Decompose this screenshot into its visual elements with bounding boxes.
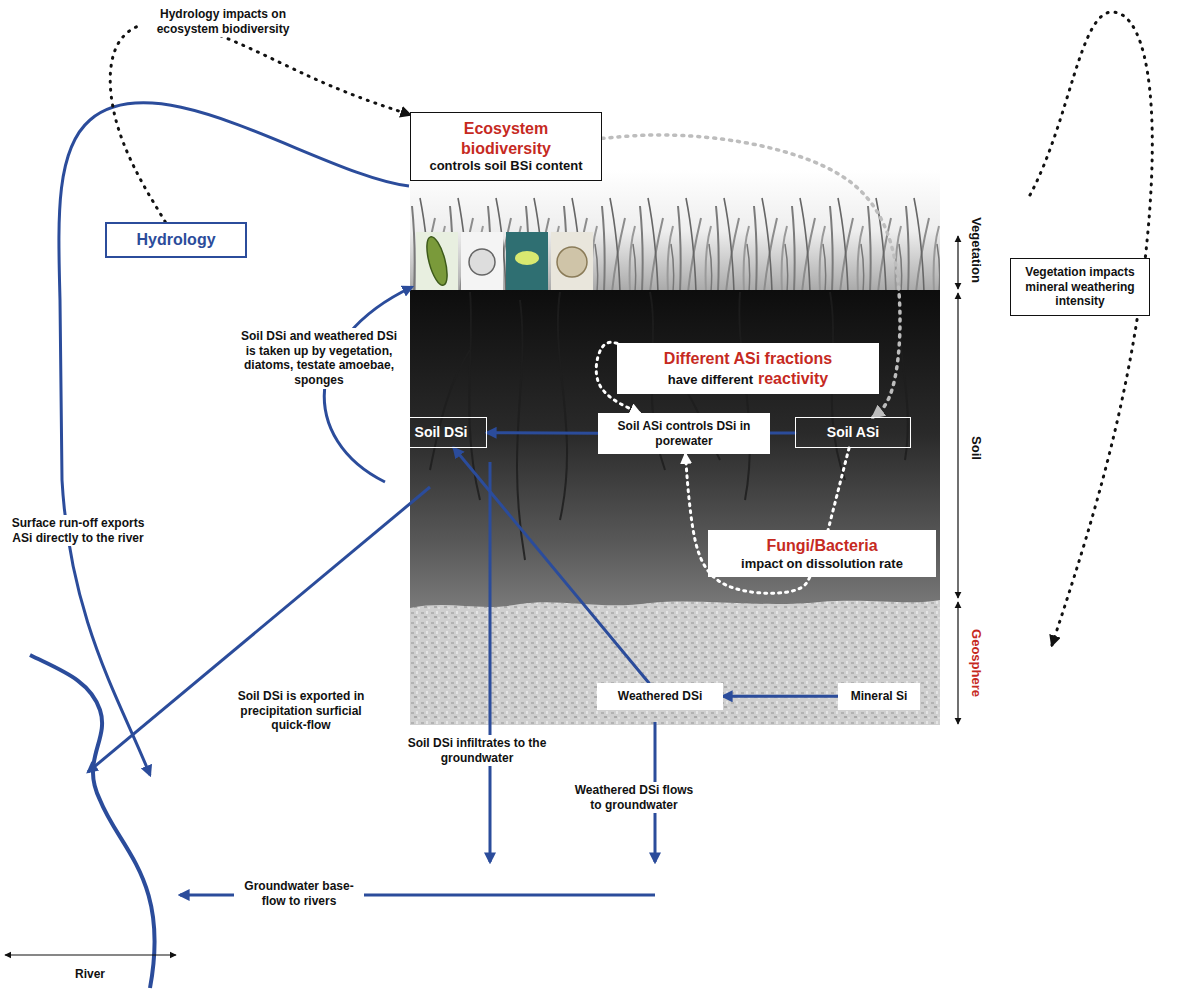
box-heading: Soil ASi controls DSi in porewater <box>605 419 763 448</box>
phytolith <box>557 247 587 277</box>
sponge-spicule <box>515 251 539 265</box>
root <box>899 292 908 460</box>
flow-connector <box>487 431 598 434</box>
flow-connector <box>454 448 649 683</box>
scale-arrow <box>957 602 958 724</box>
process-box: Soil ASi controls DSi in porewater <box>598 413 770 454</box>
box-text: have different <box>668 372 753 387</box>
flow-label: Soil DSi is exported in precipitation su… <box>222 688 380 734</box>
infiltration-arrow <box>489 462 492 862</box>
scale-arrow <box>957 236 958 289</box>
concept-box: Different ASi fractions have different rea… <box>617 343 879 394</box>
flow-connector <box>723 695 838 698</box>
pool-box: Soil DSi <box>395 417 487 448</box>
flow-connector <box>602 135 900 417</box>
root <box>558 292 567 520</box>
layer-label: Soil <box>968 434 984 462</box>
weathering-influence-arrow <box>1030 12 1152 645</box>
box-text: reactivity <box>758 370 828 387</box>
flow-connector <box>110 22 410 222</box>
box-heading: Weathered DSi <box>604 689 716 704</box>
layer-label: Geosphere <box>968 627 984 699</box>
scale-arrow <box>957 293 958 598</box>
edge-label: Hydrology impacts on ecosystem biodivers… <box>140 6 306 37</box>
flow-label: Groundwater base-flow to rivers <box>234 878 364 909</box>
pool-box: Mineral Si <box>838 683 920 710</box>
flow-connector <box>770 431 795 434</box>
layer-label: Vegetation <box>968 215 984 285</box>
vegetation-layer <box>410 170 940 292</box>
testate-amoeba <box>469 249 495 275</box>
box-heading: Hydrology <box>114 230 238 250</box>
concept-box: Ecosystem biodiversitycontrols soil BSi … <box>410 112 602 181</box>
root <box>739 292 750 500</box>
box-heading: Fungi/Bacteria <box>715 536 929 556</box>
pool-box: Weathered DSi <box>597 683 723 710</box>
box-heading: Ecosystem biodiversity <box>418 119 594 158</box>
root <box>517 300 525 560</box>
root <box>430 350 470 470</box>
grass <box>410 196 940 292</box>
river <box>30 655 155 988</box>
layer-scale <box>5 236 958 955</box>
driver-box: Hydrology <box>105 222 247 258</box>
box-heading: Vegetation impacts mineral weathering in… <box>1018 265 1142 309</box>
flow-connector <box>828 448 849 530</box>
box-heading: Different ASi fractions <box>624 349 872 369</box>
micrograph-tile <box>506 232 548 290</box>
note-box: Vegetation impacts mineral weathering in… <box>1010 258 1150 316</box>
concept-box: Fungi/Bacteriaimpact on dissolution rate <box>708 530 936 577</box>
box-heading: Soil DSi <box>403 424 479 441</box>
roots <box>430 292 908 560</box>
diatom <box>423 235 451 287</box>
micrograph-tile <box>461 232 503 290</box>
flow-label: Soil DSi infiltrates to the groundwater <box>402 735 552 766</box>
pool-box: Soil ASi <box>795 417 911 448</box>
flow-label: Surface run-off exports ASi directly to … <box>8 515 148 546</box>
runoff-arrow <box>59 103 409 775</box>
box-text: impact on dissolution rate <box>715 556 929 572</box>
micrograph-tile <box>551 232 593 290</box>
box-text: controls soil BSi content <box>418 158 594 174</box>
axis-label: River <box>62 966 118 983</box>
flow-label: Weathered DSi flows to groundwater <box>572 782 696 813</box>
box-heading: Soil ASi <box>803 424 903 441</box>
flow-label: Soil DSi and weathered DSi is taken up b… <box>238 328 400 389</box>
scale-arrow <box>5 954 176 955</box>
box-heading: Mineral Si <box>845 689 913 704</box>
micrograph-tile <box>416 232 458 290</box>
